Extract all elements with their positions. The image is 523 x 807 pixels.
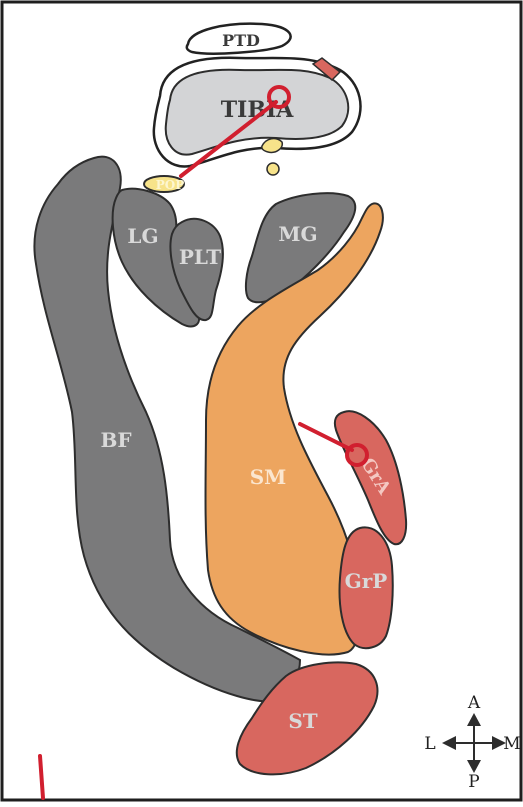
bf-label: BF xyxy=(100,428,131,452)
mg-label: MG xyxy=(278,222,317,246)
compass-lateral: L xyxy=(424,734,435,754)
compass-medial: M xyxy=(503,734,520,754)
lg-label: LG xyxy=(127,224,158,248)
yellow-dot xyxy=(267,163,279,175)
grp-label: GrP xyxy=(345,569,388,593)
pop-label: POP xyxy=(156,178,185,192)
plt-label: PLT xyxy=(179,245,221,269)
sm-label: SM xyxy=(250,465,287,489)
tibia-label: TIBIA xyxy=(221,97,295,123)
st-label: ST xyxy=(288,709,317,733)
ptd-label: PTD xyxy=(222,31,260,50)
compass-posterior: P xyxy=(468,772,479,792)
compass-anterior: A xyxy=(467,693,481,713)
